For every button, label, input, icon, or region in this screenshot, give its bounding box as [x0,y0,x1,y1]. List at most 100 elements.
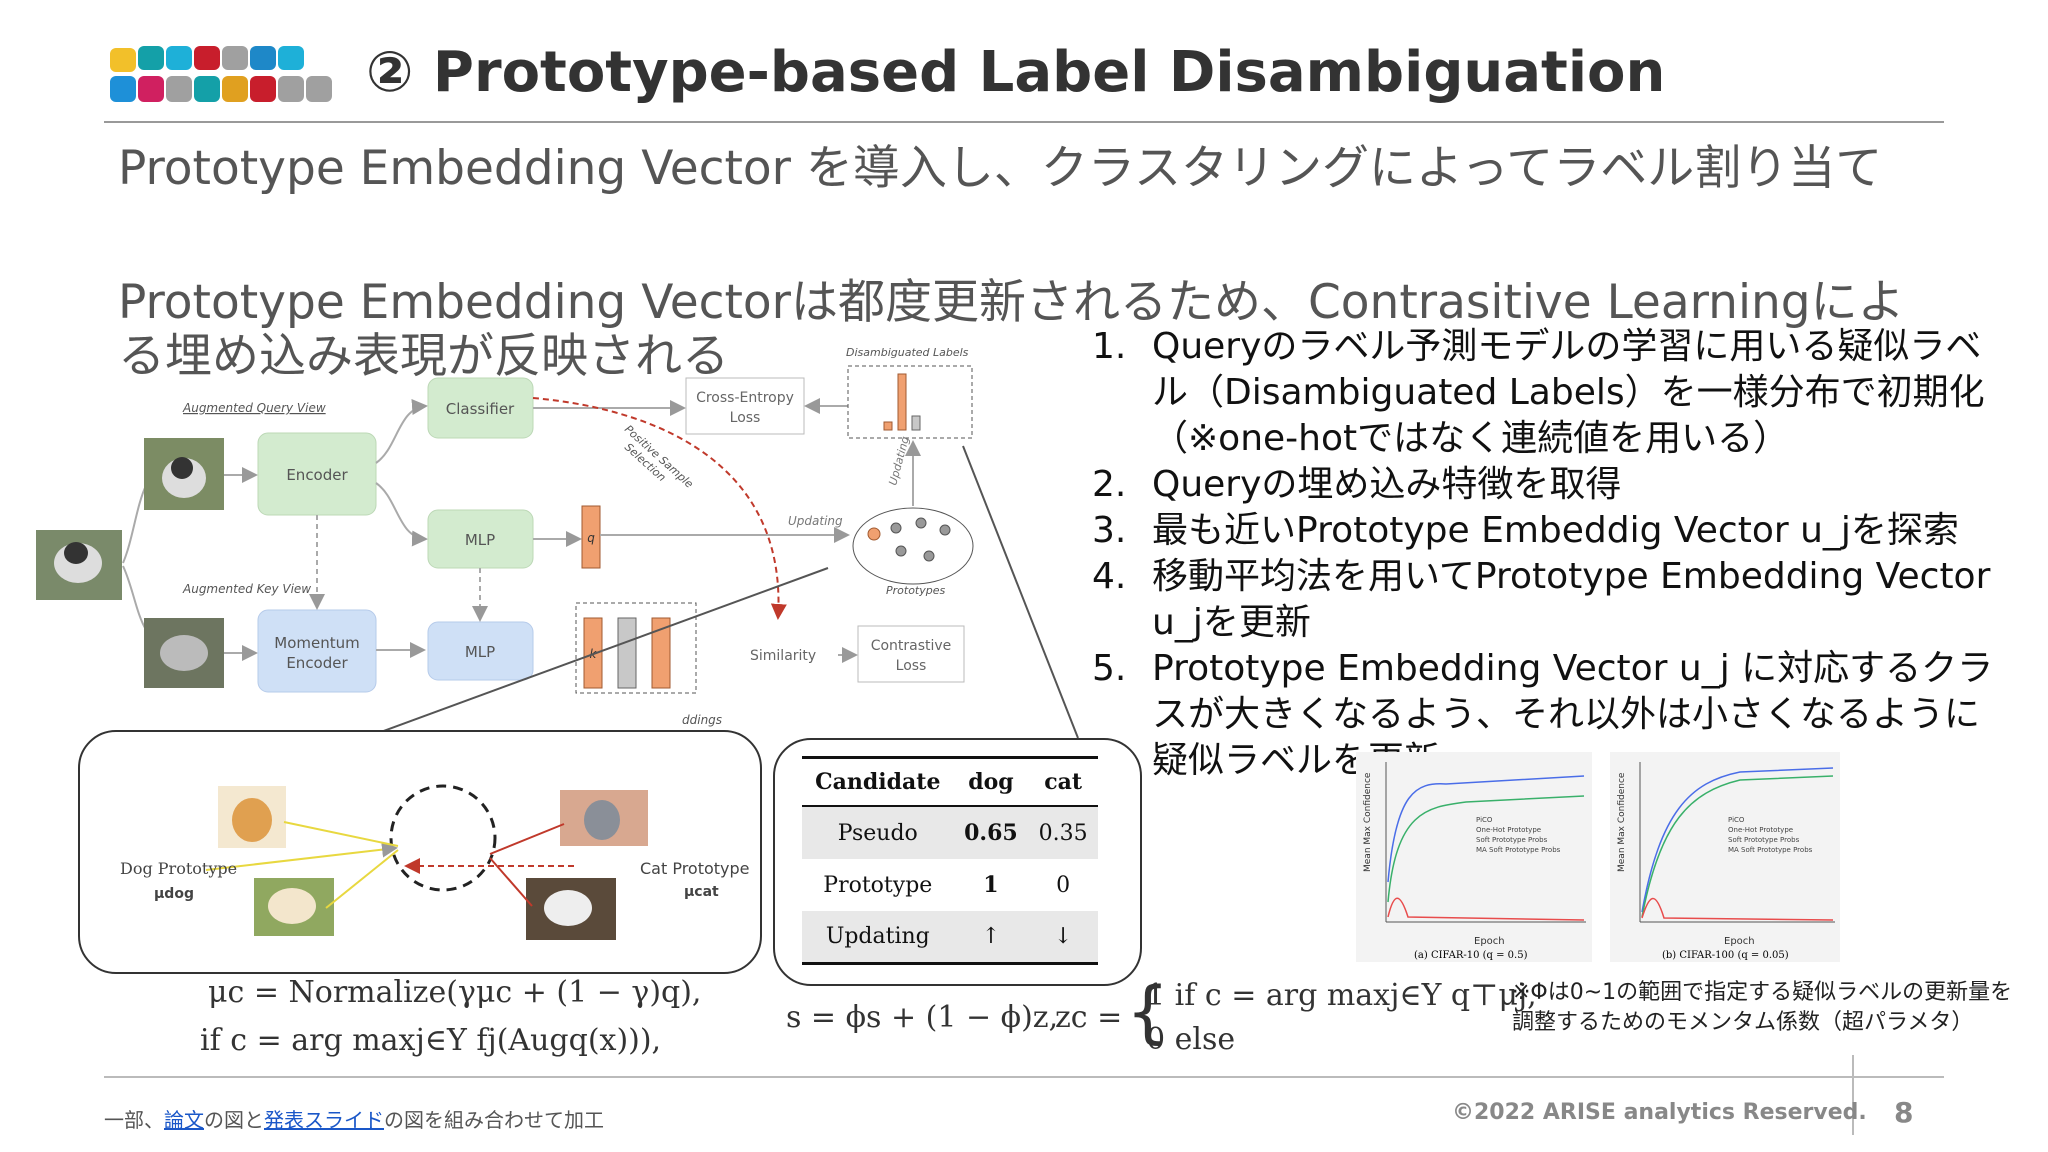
embeddings-label: ddings [682,713,722,727]
plot-ylabel: Mean Max Confidence [1363,772,1373,872]
table-header: dog [953,756,1029,807]
table-cell: Prototype [823,872,933,898]
updating-top-label: Updating [788,514,843,528]
page-number: 8 [1894,1096,1914,1129]
footnote-text: 一部、 [104,1108,164,1132]
k-vector [583,617,603,689]
mlp-query-label: MLP [465,531,495,549]
table-cell: Updating [802,911,954,965]
case-brace: { [1126,973,1170,1052]
step-number: 2. [1092,464,1127,505]
disambiguated-labels-title: Disambiguated Labels [846,346,969,359]
table-cell: 0 [1056,872,1071,898]
copyright: ©2022 ARISE analytics Reserved. [1452,1100,1867,1125]
dog-mu-label: μdog [154,886,194,902]
step-item: 4. 移動平均法を用いてPrototype Embedding Vector u_… [1092,554,2002,646]
footnote: 一部、論文の図と発表スライドの図を組み合わせて加工 [104,1104,604,1133]
prototypes-label: Prototypes [886,584,946,597]
steps-list: 1. Queryのラベル予測モデルの学習に用いる疑似ラベル（Disambiguat… [1092,324,2002,784]
plot-ylabel: Mean Max Confidence [1617,772,1627,872]
step-number: 5. [1092,648,1127,689]
table-cell: Pseudo [802,806,954,859]
momentum-note: ※Φは0~1の範囲で指定する疑似ラベルの更新量を調整するためのモメンタム係数（超… [1512,980,2013,1035]
plot-xlabel: Epoch [1724,936,1755,947]
augmented-key-label: Augmented Key View [182,582,311,596]
plot-caption: (a) CIFAR-10 (q = 0.5) [1414,950,1528,961]
legend-entry: One-Hot Prototype [1728,826,1793,834]
table-cell: 1 [983,872,999,898]
contrastive-label-1: Contrastive [871,638,952,654]
step-text: Queryのラベル予測モデルの学習に用いる疑似ラベル（Disambiguated… [1152,326,1985,459]
augmented-key-image [144,618,224,688]
paper-link[interactable]: 論文 [164,1108,204,1132]
footer-vertical-divider [1852,1055,1854,1135]
pseudo-label-table: Candidate dog cat Pseudo 0.65 0.35 Proto… [802,756,1098,965]
label-bar [883,421,893,431]
architecture-diagram: Augmented Query View Augmented Key View … [36,346,1079,738]
step-number: 1. [1092,326,1127,367]
legend-entry: PiCO [1476,816,1493,824]
prototype-update-formula: μc = Normalize(γμc + (1 − γ)q), [208,975,702,1010]
legend-entry: Soft Prototype Probs [1476,836,1548,844]
input-dog-image [36,530,122,600]
disambiguated-labels-box [847,365,973,439]
z-lhs: zc = [1055,1000,1123,1035]
confidence-plot-cifar100: Mean Max Confidence Epoch PiCO One-Hot P… [1610,752,1840,962]
mlp-key-label: MLP [465,643,495,661]
legend-entry: One-Hot Prototype [1476,826,1541,834]
prototypes-cluster [852,507,974,585]
augmented-query-image [144,438,224,510]
table-cell: 0.65 [953,806,1029,859]
table-row: Updating ↑ ↓ [802,911,1098,965]
k-queue-vector [617,617,637,689]
updating-side-label: Updating [886,435,912,487]
prototype-zoom-panel [78,730,762,974]
z-case-1: 1 if c = arg maxj∈Y q⊤μj, [1146,978,1537,1013]
label-bar [897,373,907,431]
dog-prototype-label: Dog Prototype [120,859,237,878]
cross-entropy-label-2: Loss [730,410,761,426]
step-item: 3.最も近いPrototype Embeddig Vector u_jを探索 [1092,508,2002,554]
positive-sample-arrow [532,397,787,620]
step-number: 4. [1092,556,1127,597]
contrastive-label-2: Loss [896,658,927,674]
title-text: Prototype-based Label Disambiguation [432,40,1666,105]
cat-prototype-label: Cat Prototype [640,859,750,878]
augmented-query-label: Augmented Query View [182,401,326,415]
bullet-2: Prototype Embedding Vectorは都度更新されるため、Con… [118,275,1905,384]
cross-entropy-box [685,377,805,435]
footer-divider [104,1076,1944,1078]
step-text: 最も近いPrototype Embeddig Vector u_jを探索 [1152,510,1959,551]
plot-caption: (b) CIFAR-100 (q = 0.05) [1662,950,1789,961]
decision-circle [389,784,497,892]
label-bar [911,415,921,431]
prototype-illustration: Dog Prototype μdog Cat Prototype μcat [120,784,750,940]
mlp-key-box [427,621,534,681]
step-item: 1. Queryのラベル予測モデルの学習に用いる疑似ラベル（Disambiguat… [1092,324,2002,462]
q-label: q [587,531,595,545]
key-queue [575,602,697,694]
confidence-plot-cifar10: Mean Max Confidence Epoch PiCO One-Hot P… [1356,752,1592,962]
q-vector [581,505,601,569]
step-text: 移動平均法を用いてPrototype Embedding Vector u_jを… [1152,556,1991,643]
legend-entry: Soft Prototype Probs [1728,836,1800,844]
title-divider [104,121,1944,123]
table-cell: ↓ [1028,911,1098,965]
footnote-text: の図と [204,1108,264,1132]
z-case-0: 0 else [1146,1022,1236,1057]
encoder-label: Encoder [286,466,348,484]
table-row: Pseudo 0.65 0.35 [802,806,1098,859]
pseudo-label-update-formula: s = ϕs + (1 − ϕ)z, [786,1000,1059,1035]
legend-entry: PiCO [1728,816,1745,824]
classifier-label: Classifier [446,400,515,418]
bullet-1: Prototype Embedding Vector を導入し、クラスタリングに… [118,141,1883,196]
plot-xlabel: Epoch [1474,936,1505,947]
cross-entropy-label-1: Cross-Entropy [696,390,794,406]
k-queue-vector [651,617,671,689]
legend-entry: MA Soft Prototype Probs [1728,846,1813,854]
company-logo [110,46,332,102]
table-cell: 0.35 [1028,806,1098,859]
table-header: cat [1028,756,1098,807]
slides-link[interactable]: 発表スライド [264,1108,384,1132]
prototype-update-condition: if c = arg maxj∈Y fj(Augq(x))), [200,1023,662,1058]
